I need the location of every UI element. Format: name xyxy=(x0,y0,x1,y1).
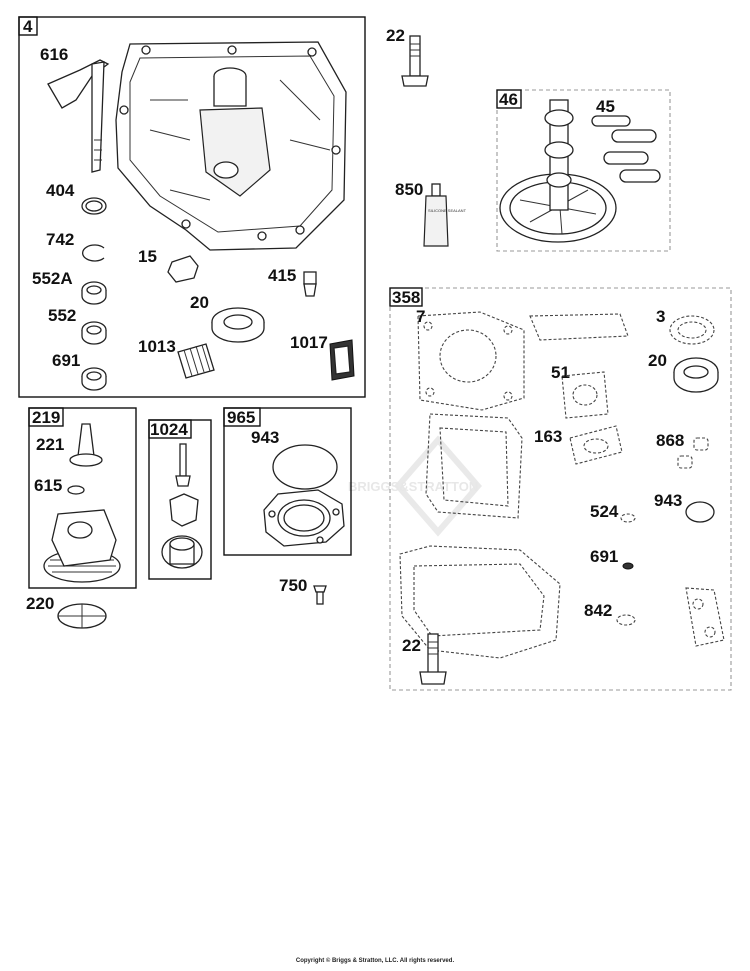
callout-616: 616 xyxy=(40,45,68,64)
seal-691-b[interactable] xyxy=(622,562,634,570)
callout-45: 45 xyxy=(596,97,615,116)
sealant-label: SILICONE SEALANT xyxy=(428,208,467,213)
callout-850: 850 xyxy=(395,180,423,199)
flange-plate[interactable] xyxy=(263,489,345,547)
callout-20-a: 20 xyxy=(190,293,209,312)
o-ring-943-b[interactable] xyxy=(685,501,715,523)
box-358: 358 xyxy=(389,287,732,691)
camshaft-gear-illustration[interactable] xyxy=(499,99,617,243)
breather-gasket-163[interactable] xyxy=(569,425,623,465)
oil-seal-552[interactable] xyxy=(81,321,107,345)
screw-750[interactable] xyxy=(313,585,327,605)
box-label-1024: 1024 xyxy=(150,420,188,439)
oil-seal-552A[interactable] xyxy=(81,281,107,305)
governor-flyweight[interactable] xyxy=(161,535,203,569)
callout-615: 615 xyxy=(34,476,62,495)
box-label-4: 4 xyxy=(23,17,33,36)
washer-524[interactable] xyxy=(620,513,636,523)
callout-691-a: 691 xyxy=(52,351,80,370)
callout-415: 415 xyxy=(268,266,296,285)
box-1024: 1024 xyxy=(148,419,212,580)
cap-220[interactable] xyxy=(57,603,107,629)
callout-22-b: 22 xyxy=(402,636,421,655)
drain-plug-15[interactable] xyxy=(167,255,199,283)
oil-seal-691-a[interactable] xyxy=(81,367,107,391)
callout-221: 221 xyxy=(36,435,64,454)
mounting-gasket-right[interactable] xyxy=(685,587,725,647)
callout-1013: 1013 xyxy=(138,337,176,356)
callout-868: 868 xyxy=(656,431,684,450)
governor-cup[interactable] xyxy=(169,493,199,527)
callout-7: 7 xyxy=(416,307,425,326)
box-label-219: 219 xyxy=(32,408,60,427)
bolt-22-b[interactable] xyxy=(419,633,447,685)
callout-842: 842 xyxy=(584,601,612,620)
intake-gasket-51[interactable] xyxy=(561,371,609,419)
filter-screen-1017[interactable] xyxy=(329,339,355,381)
callout-3: 3 xyxy=(656,307,665,326)
gasket-3[interactable] xyxy=(669,315,715,345)
box-label-46: 46 xyxy=(499,90,518,109)
callout-51: 51 xyxy=(551,363,570,382)
callout-20-b: 20 xyxy=(648,351,667,370)
box-46: 46 xyxy=(496,89,671,252)
callout-22-a: 22 xyxy=(386,26,405,45)
callout-163: 163 xyxy=(534,427,562,446)
callout-943-a: 943 xyxy=(251,428,279,447)
crankcase-cover-illustration[interactable] xyxy=(115,41,347,251)
callout-1017: 1017 xyxy=(290,333,328,352)
bearing-20-a[interactable] xyxy=(211,307,265,343)
box-4: 4 xyxy=(18,16,366,398)
gasket-842[interactable] xyxy=(616,614,636,626)
box-219: 219 xyxy=(28,407,137,589)
o-ring-943-a[interactable] xyxy=(272,444,338,490)
crankcase-gasket-large[interactable] xyxy=(425,413,523,519)
grommets-868[interactable] xyxy=(677,437,709,469)
watermark-logo: BRIGGS&STRATTON xyxy=(348,435,482,537)
sump-gasket-large[interactable] xyxy=(399,545,561,659)
box-label-965: 965 xyxy=(227,408,255,427)
threaded-insert-1013[interactable] xyxy=(177,343,215,379)
retainer-clip-742[interactable] xyxy=(82,244,105,262)
callout-404: 404 xyxy=(46,181,75,200)
copyright-notice: Copyright © Briggs & Stratton, LLC. All … xyxy=(295,958,455,964)
valve-tappets-45[interactable] xyxy=(591,115,661,183)
box-965: 965 xyxy=(223,407,352,556)
callout-220: 220 xyxy=(26,594,54,613)
callout-943-b: 943 xyxy=(654,491,682,510)
washer-615[interactable] xyxy=(67,485,85,495)
valve-cover-gasket[interactable] xyxy=(529,313,629,341)
callout-524: 524 xyxy=(590,502,619,521)
callout-691-b: 691 xyxy=(590,547,618,566)
governor-shaft[interactable] xyxy=(175,443,191,487)
seal-ring-404[interactable] xyxy=(81,197,107,215)
oil-fill-tube-616[interactable] xyxy=(47,59,110,173)
box-label-358: 358 xyxy=(392,288,420,307)
callout-552: 552 xyxy=(48,306,76,325)
callout-552A: 552A xyxy=(32,269,73,288)
cylinder-head-gasket-7[interactable] xyxy=(417,311,525,411)
callout-742: 742 xyxy=(46,230,74,249)
bearing-20-b[interactable] xyxy=(673,357,719,393)
governor-gear-assembly[interactable] xyxy=(43,509,121,583)
sealant-tube-850[interactable]: SILICONE SEALANT xyxy=(423,183,467,247)
callout-15: 15 xyxy=(138,247,157,266)
bolt-22-a[interactable] xyxy=(401,35,429,87)
governor-spool-221[interactable] xyxy=(69,423,103,467)
breather-fitting-415[interactable] xyxy=(303,271,317,297)
callout-750: 750 xyxy=(279,576,307,595)
watermark-text: BRIGGS&STRATTON xyxy=(348,479,478,494)
